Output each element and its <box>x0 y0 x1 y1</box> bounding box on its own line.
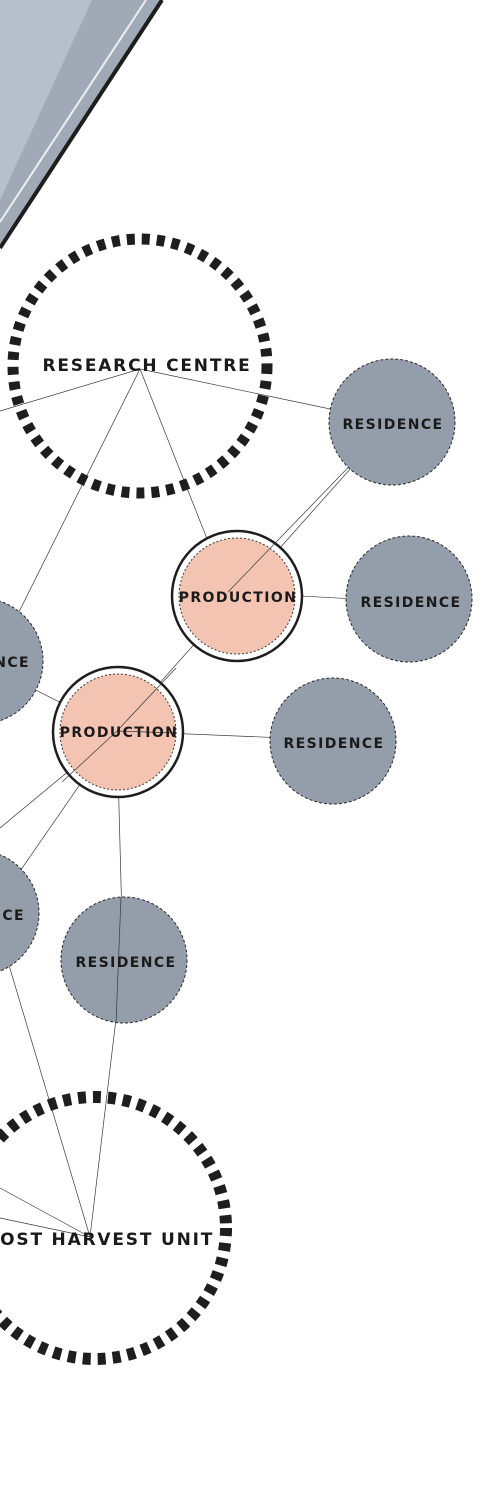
production-lower-node: PRODUCTION <box>51 665 185 799</box>
residence-left-lower-circle <box>0 854 40 972</box>
link-production-lower-inner-a <box>116 667 177 732</box>
residence-lower-right-node: RESIDENCE <box>269 677 397 805</box>
residence-top-right-label: RESIDENCE <box>343 417 444 433</box>
residence-bottom-label: RESIDENCE <box>76 955 177 971</box>
link-postharvest-left-a <box>0 1187 91 1238</box>
residence-left-upper-node: NCE <box>0 600 44 722</box>
production-lower-fill <box>59 673 177 791</box>
residence-left-upper-label: NCE <box>0 655 30 671</box>
link-production-lower-inner-b <box>61 730 118 783</box>
production-upper-label: PRODUCTION <box>179 590 298 606</box>
research-centre-ring <box>7 233 273 499</box>
post-harvest-unit-label: POST HARVEST UNIT <box>0 1230 214 1250</box>
residence-top-right-circle <box>328 358 456 486</box>
production-lower-label: PRODUCTION <box>60 725 179 741</box>
production-upper-fill <box>178 537 296 655</box>
building-edge-line <box>0 0 164 250</box>
research-centre-label: RESEARCH CENTRE <box>42 356 251 376</box>
post-harvest-unit-node: POST HARVEST UNIT <box>0 1091 232 1365</box>
link-residence-bottom-inner <box>115 896 122 1024</box>
link-production-lower-inner-c <box>116 730 177 734</box>
residence-top-right-node: RESIDENCE <box>328 358 456 486</box>
link-research-left <box>0 368 141 412</box>
production-upper-node: PRODUCTION <box>170 421 393 663</box>
residence-lower-right-circle <box>269 677 397 805</box>
post-harvest-unit-ring <box>0 1091 232 1365</box>
residence-lower-right-label: RESIDENCE <box>284 736 385 752</box>
residence-left-lower-node: CE <box>0 854 40 972</box>
residence-bottom-node: RESIDENCE <box>60 896 188 1024</box>
building-illustration <box>0 0 164 250</box>
connection-lines <box>0 368 411 1238</box>
residence-mid-right-node: RESIDENCE <box>345 535 473 663</box>
link-postharvest-left-b <box>0 1217 91 1238</box>
building-inner-edge-line <box>0 0 147 223</box>
link-research-down-left <box>0 368 141 651</box>
residence-bottom-circle <box>60 896 188 1024</box>
link-left-lower-postharvest <box>0 934 91 1238</box>
residence-left-upper-circle <box>0 600 44 722</box>
residence-mid-right-label: RESIDENCE <box>361 595 462 611</box>
research-centre-node: RESEARCH CENTRE <box>7 233 273 499</box>
residence-left-lower-label: CE <box>2 908 25 924</box>
residence-mid-right-circle <box>345 535 473 663</box>
